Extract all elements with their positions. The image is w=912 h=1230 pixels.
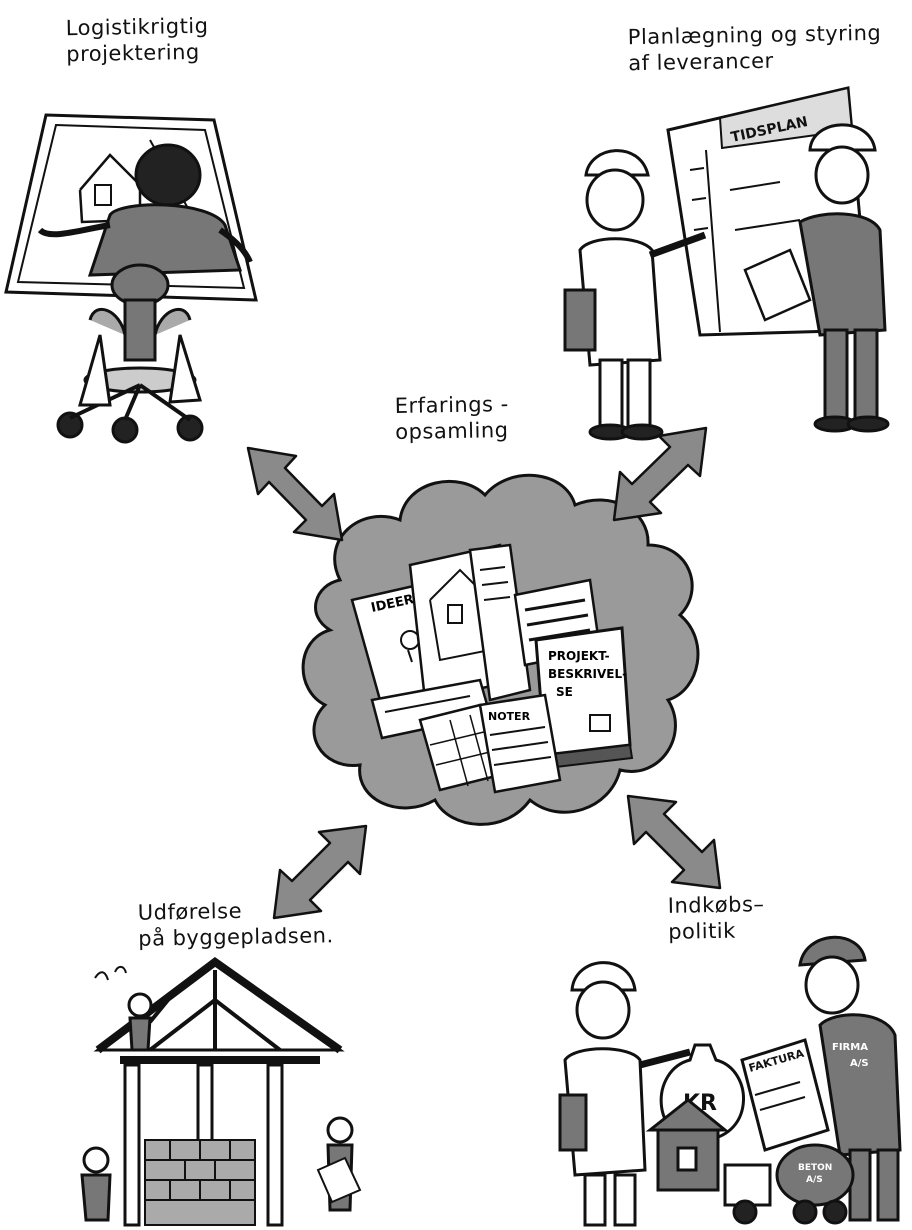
projektbeskrivelse-binder: PROJEKT- BESKRIVEL- SE bbox=[534, 626, 634, 770]
double-arrow-bottom-left bbox=[272, 824, 368, 920]
double-arrow-bottom-right bbox=[626, 794, 722, 890]
firma-text-line: A/S bbox=[850, 1058, 869, 1069]
knowledge-cloud: IDEER bbox=[301, 473, 700, 826]
brick-wall bbox=[144, 1139, 256, 1226]
construction-site-scene bbox=[80, 957, 362, 1227]
small-house bbox=[645, 1098, 730, 1192]
notes-sheet: NOTER bbox=[478, 693, 562, 794]
double-arrow-top-left bbox=[246, 446, 344, 542]
arrows bbox=[246, 426, 722, 920]
beton-text-line: A/S bbox=[806, 1175, 823, 1185]
firma-text-line: FIRMA bbox=[832, 1042, 868, 1053]
designer-at-drafting-table bbox=[4, 113, 258, 444]
invoice-sheet: FAKTURA bbox=[740, 1038, 830, 1152]
plan-sheet bbox=[468, 543, 532, 702]
purchasing-scene: KR FAKTURA FIRMA A/S bbox=[558, 935, 902, 1227]
concrete-truck: BETON A/S bbox=[723, 1143, 855, 1225]
binder-title-line: SE bbox=[556, 685, 573, 699]
planning-board-scene: TIDSPLAN bbox=[563, 86, 890, 441]
double-arrow-top-right bbox=[612, 426, 708, 522]
binder-title-line: PROJEKT- bbox=[548, 649, 610, 663]
beton-text-line: BETON bbox=[798, 1163, 832, 1173]
notes-text: NOTER bbox=[488, 710, 531, 723]
binder-title-line: BESKRIVEL- bbox=[548, 667, 627, 681]
